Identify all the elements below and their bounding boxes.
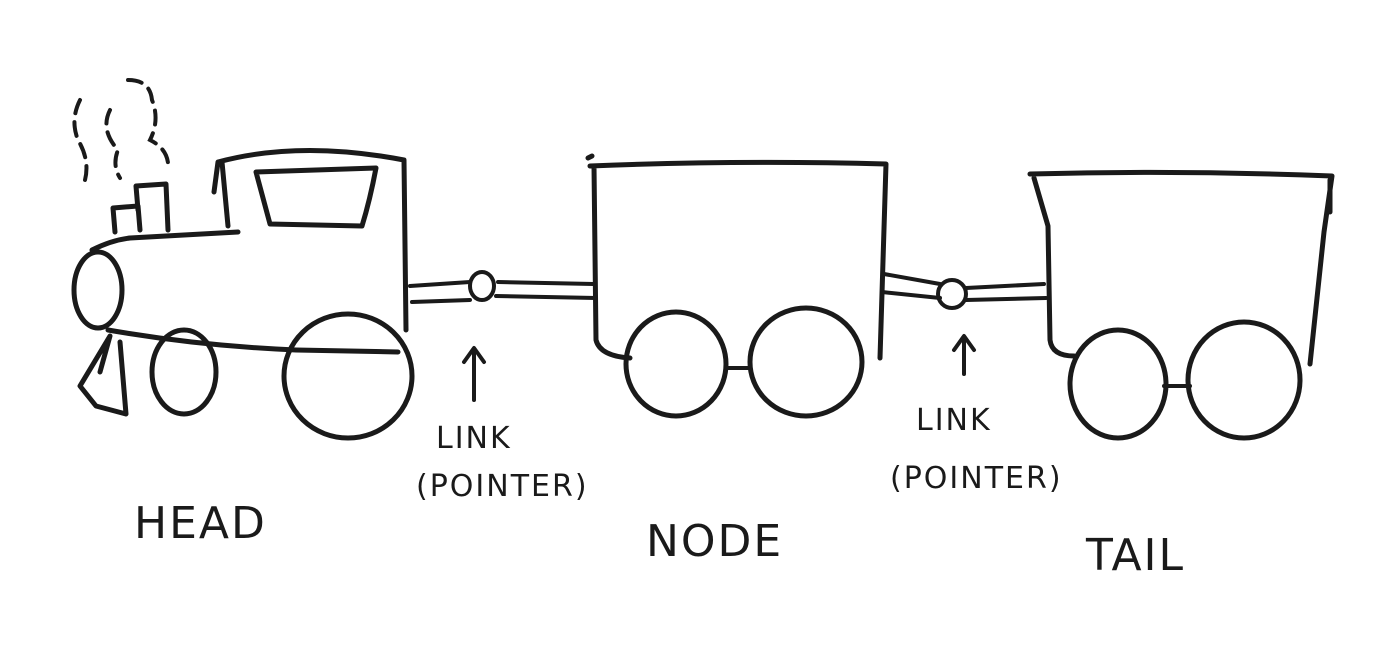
link-1-knot: [468, 270, 496, 302]
label-tail: TAIL: [1085, 530, 1185, 581]
engine-chimney: [110, 181, 171, 235]
link-1-arrow: [462, 346, 486, 402]
label-link-1: LINK: [436, 421, 512, 456]
link-2-knot: [936, 278, 968, 310]
engine-big-wheel: [281, 311, 415, 441]
node-car-body: [585, 153, 889, 361]
engine-window: [253, 165, 379, 229]
engine-cowcatcher: [77, 333, 129, 417]
engine-front-round: [71, 249, 125, 331]
label-link-1-pointer: (POINTER): [416, 469, 589, 504]
node-car: [585, 153, 889, 419]
tail-car-wheel-right: [1185, 319, 1303, 441]
link-2-coupler: [880, 272, 1048, 302]
tail-car: [1027, 169, 1335, 441]
link-1: [408, 270, 598, 402]
label-head: HEAD: [134, 498, 267, 549]
label-node: NODE: [646, 516, 783, 567]
engine-boiler: [89, 229, 241, 253]
engine-head: [71, 78, 415, 441]
label-link-2: LINK: [916, 403, 992, 438]
node-car-wheel-right: [747, 305, 865, 419]
tail-car-wheel-left: [1067, 327, 1169, 441]
smoke-puffs: [72, 78, 171, 182]
label-link-2-pointer: (POINTER): [890, 461, 1063, 496]
engine-small-wheel: [149, 327, 219, 417]
engine-cab: [211, 148, 409, 333]
link-2: [880, 272, 1048, 376]
node-car-wheel-left: [623, 309, 729, 419]
link-1-coupler: [408, 280, 598, 304]
link-2-arrow: [952, 334, 976, 376]
tail-car-body: [1027, 169, 1335, 367]
